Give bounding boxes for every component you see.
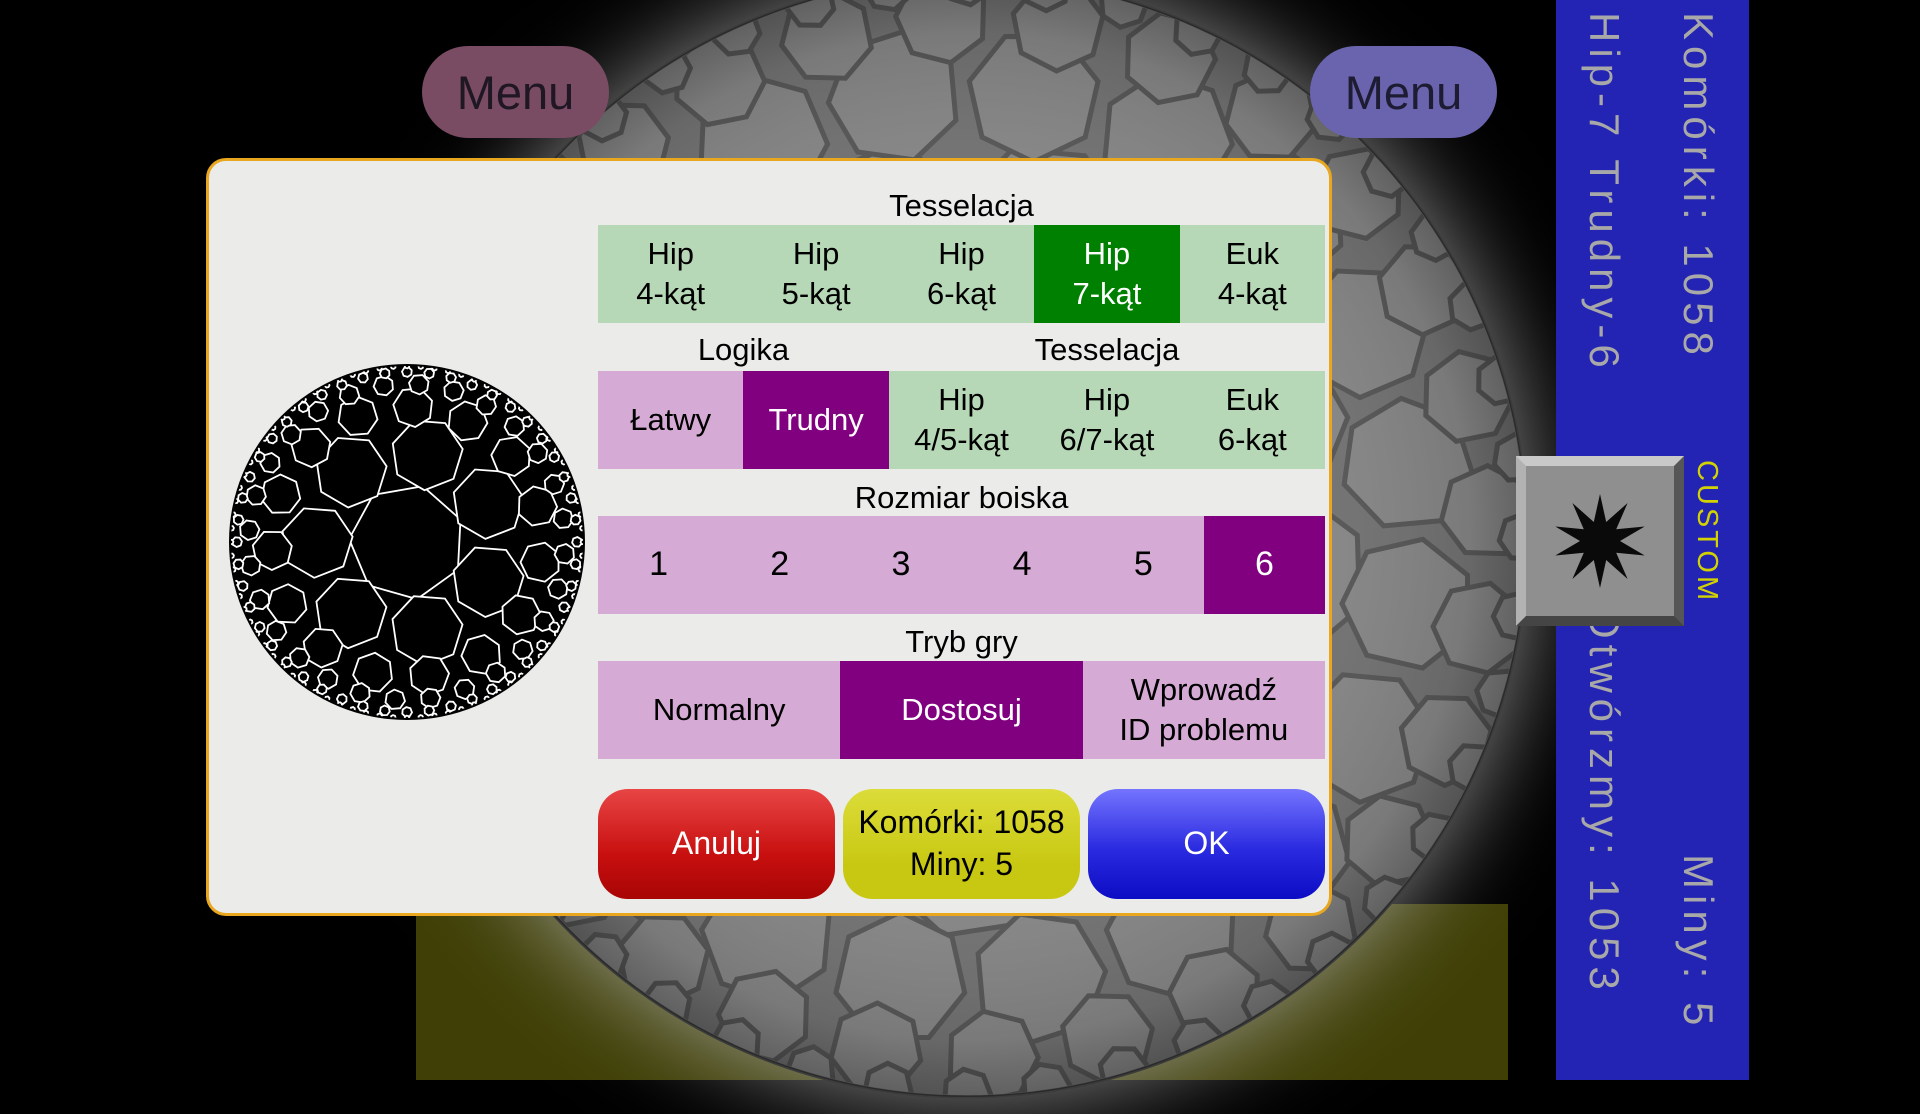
option-mode-normal[interactable]: Normalny — [598, 661, 841, 759]
sidebar-custom-label: CUSTOM — [1691, 460, 1723, 604]
tessellation-title: Tesselacja — [889, 188, 1034, 223]
cancel-button[interactable]: Anuluj — [598, 789, 835, 899]
settings-panel: Tesselacja Hip 4-kąt Hip 5-kąt Hip 6-kąt… — [598, 161, 1326, 913]
board-size-row: 1 2 3 4 5 6 — [598, 516, 1326, 614]
sidebar-open-count: Otwórzmy: 1053 — [1581, 606, 1628, 996]
option-hard-selected[interactable]: Trudny — [743, 371, 889, 469]
star-icon — [1555, 494, 1645, 588]
option-hip-67kat[interactable]: Hip 6/7-kąt — [1034, 371, 1180, 469]
option-size-3[interactable]: 3 — [840, 516, 962, 614]
logic-tessellation-row: Łatwy Trudny Hip 4/5-kąt Hip 6/7-kąt Euk… — [598, 371, 1326, 469]
option-hip-5kat[interactable]: Hip 5-kąt — [743, 225, 889, 323]
option-easy[interactable]: Łatwy — [598, 371, 744, 469]
board-size-title: Rozmiar boiska — [854, 480, 1069, 515]
option-hip-4kat[interactable]: Hip 4-kąt — [598, 225, 744, 323]
option-size-5[interactable]: 5 — [1082, 516, 1204, 614]
game-settings-dialog: Tesselacja Hip 4-kąt Hip 5-kąt Hip 6-kąt… — [206, 158, 1332, 916]
logic-title: Logika — [697, 332, 790, 367]
option-hip-45kat[interactable]: Hip 4/5-kąt — [888, 371, 1035, 469]
option-euk-6kat[interactable]: Euk 6-kąt — [1179, 371, 1326, 469]
game-screen: Tesselacja Hip 4-kąt Hip 5-kąt Hip 6-kąt… — [206, 0, 1749, 1099]
option-size-4[interactable]: 4 — [961, 516, 1083, 614]
option-mode-problem-id[interactable]: Wprowadź ID problemu — [1082, 661, 1325, 759]
option-euk-4kat[interactable]: Euk 4-kąt — [1179, 225, 1326, 323]
tessellation-preview — [229, 364, 585, 720]
sidebar-mines-count: Miny: 5 — [1675, 854, 1722, 1032]
tessellation2-title: Tesselacja — [1034, 332, 1180, 367]
option-hip-7kat-selected[interactable]: Hip 7-kąt — [1034, 225, 1180, 323]
game-mode-title: Tryb gry — [905, 624, 1018, 659]
dialog-buttons: Anuluj Komórki: 1058 Miny: 5 OK — [598, 789, 1325, 899]
custom-geometry-button[interactable] — [1516, 456, 1684, 626]
cells-mines-info-button[interactable]: Komórki: 1058 Miny: 5 — [843, 789, 1080, 899]
ok-button[interactable]: OK — [1088, 789, 1325, 899]
game-mode-row: Normalny Dostosuj Wprowadź ID problemu — [598, 661, 1325, 759]
sidebar-variant-label: Hip-7 Trudny-6 — [1581, 12, 1628, 374]
menu-button-right[interactable]: Menu — [1310, 46, 1497, 138]
option-size-2[interactable]: 2 — [719, 516, 841, 614]
option-hip-6kat[interactable]: Hip 6-kąt — [888, 225, 1035, 323]
option-size-1[interactable]: 1 — [598, 516, 720, 614]
option-mode-custom-selected[interactable]: Dostosuj — [840, 661, 1083, 759]
second-header-row: Logika Tesselacja — [598, 331, 1325, 369]
sidebar-cells-count: Komórki: 1058 — [1675, 12, 1722, 361]
option-size-6-selected[interactable]: 6 — [1203, 516, 1326, 614]
tessellation-row: Hip 4-kąt Hip 5-kąt Hip 6-kąt Hip 7-kąt … — [598, 225, 1326, 323]
menu-button-left[interactable]: Menu — [422, 46, 609, 138]
